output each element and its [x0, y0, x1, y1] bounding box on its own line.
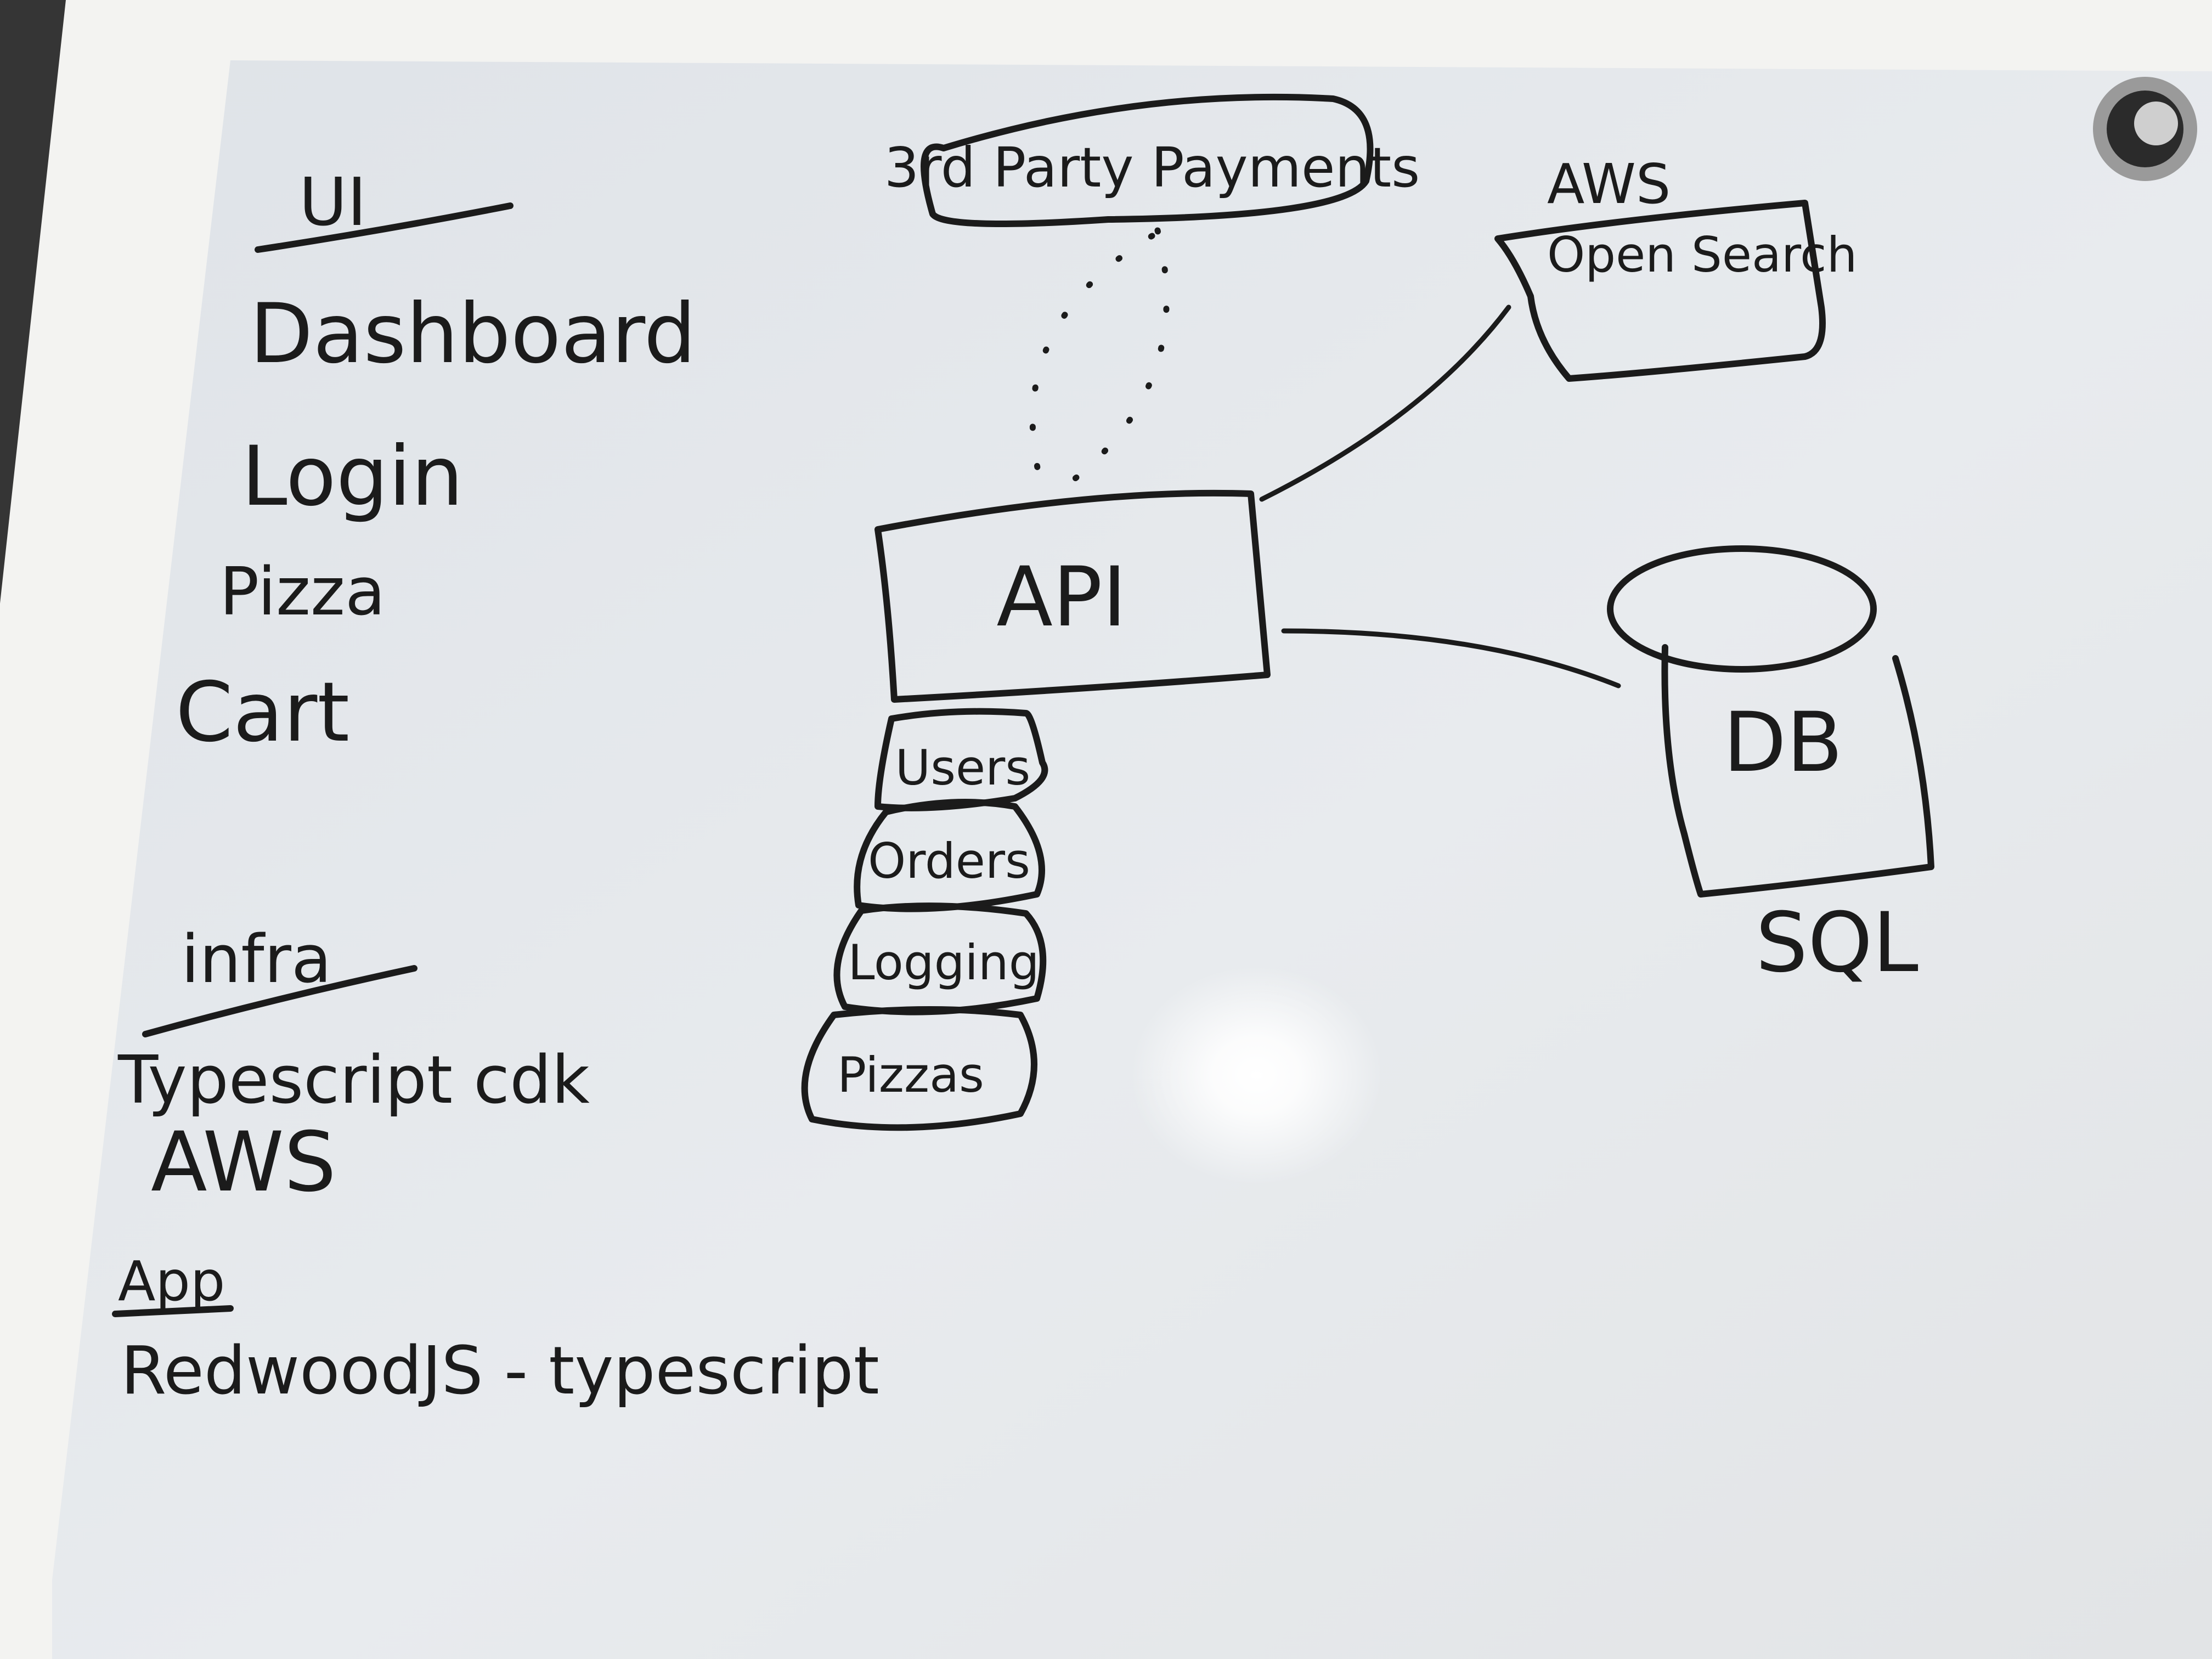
search-box	[1494, 200, 1826, 382]
ui-item: Cart	[176, 665, 349, 760]
api-label: API	[996, 550, 1126, 645]
search-label: Open Search	[1547, 227, 1857, 283]
service-label: Pizzas	[837, 1047, 984, 1103]
infra-heading: infra	[181, 922, 332, 998]
infra-underline	[142, 965, 417, 1037]
app-underline	[112, 1305, 234, 1317]
db-label: DB	[1723, 695, 1843, 791]
ui-heading: UI	[299, 165, 366, 241]
app-line: RedwoodJS - typescript	[121, 1333, 879, 1409]
service-logging-shape	[833, 902, 1047, 1015]
service-pizzas-shape	[801, 1006, 1037, 1131]
service-label: Orders	[868, 833, 1030, 889]
db-cylinder-body	[1661, 644, 1934, 898]
ui-underline	[255, 202, 514, 253]
payments-bubble	[921, 93, 1374, 227]
db-cylinder-top	[1607, 545, 1877, 673]
service-label: Users	[895, 740, 1030, 796]
api-search-link	[1259, 304, 1511, 502]
board-surface	[52, 60, 2212, 1659]
service-label: Logging	[848, 934, 1039, 991]
infra-line: Typescript cdk	[117, 1042, 590, 1119]
ui-item: Pizza	[219, 554, 386, 630]
glare-spot	[1130, 966, 1383, 1185]
magnet-icon	[2093, 77, 2197, 181]
infra-line: AWS	[151, 1115, 336, 1210]
payments-label: 3rd Party Payments	[884, 136, 1420, 200]
api-db-link	[1281, 628, 1621, 689]
payments-link-right	[1066, 227, 1170, 486]
ui-item: Dashboard	[250, 286, 696, 382]
service-users-shape	[874, 708, 1048, 811]
ui-item: Login	[241, 429, 464, 524]
app-heading: App	[118, 1249, 225, 1313]
service-orders-shape	[854, 799, 1045, 912]
aws-label: AWS	[1547, 152, 1671, 216]
api-box	[874, 489, 1271, 703]
db-type-label: SQL	[1756, 895, 1918, 991]
